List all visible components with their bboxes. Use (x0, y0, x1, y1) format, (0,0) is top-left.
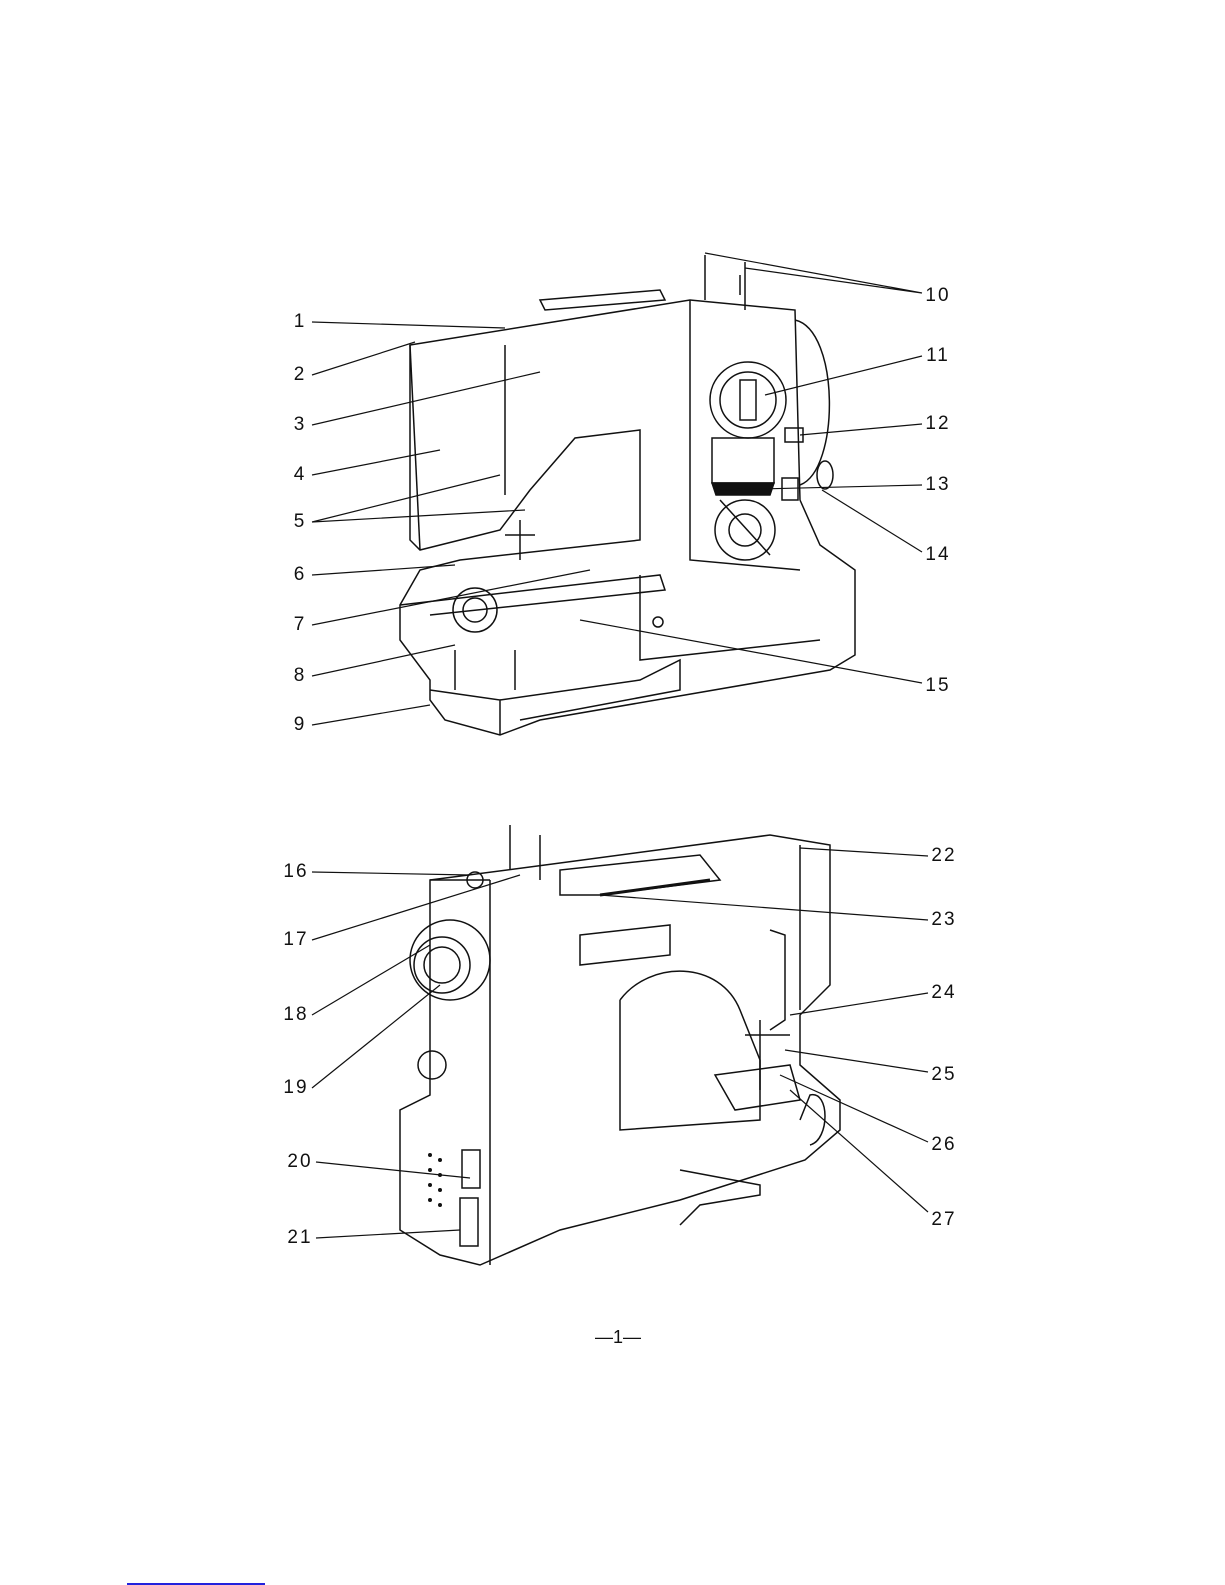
callout-5: 5 (293, 511, 307, 532)
callout-3: 3 (293, 414, 307, 435)
leader-lines (311, 252, 929, 1239)
callout-27: 27 (931, 1209, 957, 1230)
callout-4: 4 (293, 464, 307, 485)
callout-16: 16 (283, 861, 309, 882)
back-view-machine (399, 825, 841, 1266)
callout-25: 25 (931, 1064, 957, 1085)
callout-19: 19 (283, 1077, 309, 1098)
callout-13: 13 (925, 474, 951, 495)
callout-23: 23 (931, 909, 957, 930)
callout-21: 21 (287, 1227, 313, 1248)
link-underline (127, 1583, 265, 1585)
callout-26: 26 (931, 1134, 957, 1155)
callout-11: 11 (926, 345, 950, 366)
callout-20: 20 (287, 1151, 313, 1172)
callout-9: 9 (293, 714, 307, 735)
callout-8: 8 (293, 665, 307, 686)
callout-18: 18 (283, 1004, 309, 1025)
callout-15: 15 (925, 675, 951, 696)
callout-7: 7 (293, 614, 307, 635)
page-number: —1— (594, 1327, 642, 1347)
callout-12: 12 (925, 413, 951, 434)
callout-2: 2 (293, 364, 307, 385)
callout-10: 10 (925, 285, 951, 306)
callout-1: 1 (293, 311, 307, 332)
callout-24: 24 (931, 982, 957, 1003)
callout-17: 17 (283, 929, 309, 950)
callout-22: 22 (931, 845, 957, 866)
callout-6: 6 (293, 564, 307, 585)
callout-14: 14 (925, 544, 951, 565)
